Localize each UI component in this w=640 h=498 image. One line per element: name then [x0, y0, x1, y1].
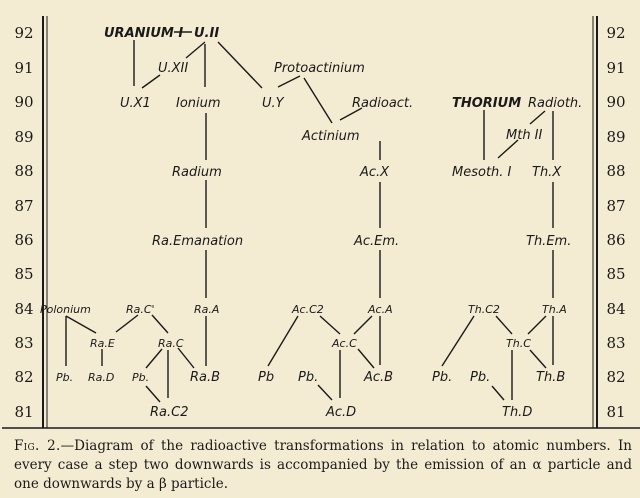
atomic-number-label: 83	[606, 334, 625, 352]
node-protoactinium: Protoactinium	[274, 61, 365, 76]
node-thorium-a: Th.A	[542, 303, 567, 316]
node-radium-b: Ra.B	[190, 370, 220, 385]
element-labels: URANIUM I U.II U.X1 U.XII Ionium U.Y Pro…	[40, 26, 582, 420]
node-uranium-2: U.II	[194, 26, 219, 41]
node-actinium-d: Ac.D	[325, 405, 356, 420]
node-lead: Pb.	[132, 371, 149, 384]
atomic-number-label: 91	[14, 59, 33, 77]
atomic-number-label: 91	[606, 59, 625, 77]
atomic-number-label: 89	[14, 128, 33, 146]
node-lead: Pb.	[432, 370, 452, 385]
atomic-number-scale-left: 92 91 90 89 88 87 86 85 84 83 82 81	[14, 24, 33, 421]
node-lead: Pb	[258, 370, 274, 385]
atomic-number-label: 87	[14, 197, 33, 215]
node-uranium-y: U.Y	[262, 96, 285, 111]
node-actinium-emanation: Ac.Em.	[353, 234, 399, 249]
atomic-number-label: 84	[14, 300, 33, 318]
node-lead: Pb.	[470, 370, 490, 385]
node-uranium-x2: U.XII	[158, 61, 188, 76]
atomic-number-label: 81	[606, 403, 625, 421]
figure-caption: Fig. 2.—Diagram of the radioactive trans…	[14, 437, 632, 494]
node-thorium-emanation: Th.Em.	[526, 234, 571, 249]
node-radium-e: Ra.E	[90, 337, 115, 350]
atomic-number-label: 82	[606, 368, 625, 386]
node-thorium-c: Th.C	[506, 337, 531, 350]
node-radium-c-prime: Ra.C'	[126, 303, 155, 316]
atomic-number-label: 81	[14, 403, 33, 421]
node-actinium: Actinium	[301, 129, 360, 144]
radioactive-transformations-diagram: 92 91 90 89 88 87 86 85 84 83 82 81 92 9…	[2, 16, 640, 429]
atomic-number-label: 88	[606, 162, 625, 180]
node-actinium-c2: Ac.C2	[291, 303, 324, 316]
node-thorium-x: Th.X	[532, 165, 562, 180]
node-ionium: Ionium	[176, 96, 221, 111]
node-thorium-b: Th.B	[536, 370, 565, 385]
node-thorium-d: Th.D	[502, 405, 532, 420]
atomic-number-label: 92	[14, 24, 33, 42]
transformation-lines	[65, 31, 554, 403]
atomic-number-label: 92	[606, 24, 625, 42]
diagram-frame	[2, 16, 640, 429]
atomic-number-label: 82	[14, 368, 33, 386]
node-radium-emanation: Ra.Emanation	[152, 234, 243, 249]
node-lead: Pb.	[56, 371, 73, 384]
node-actinium-b: Ac.B	[363, 370, 393, 385]
node-thorium: THORIUM	[452, 96, 521, 111]
atomic-number-label: 85	[606, 265, 625, 283]
node-actinium-c: Ac.C	[331, 337, 357, 350]
node-mesothorium-2: Mth II	[506, 128, 543, 143]
atomic-number-label: 90	[14, 93, 33, 111]
atomic-number-label: 90	[606, 93, 625, 111]
atomic-number-scale-right: 92 91 90 89 88 87 86 85 84 83 82 81	[606, 24, 625, 421]
figure-label: Fig. 2.	[14, 438, 61, 454]
node-uranium-1: URANIUM I	[104, 26, 183, 41]
atomic-number-label: 86	[606, 231, 625, 249]
node-actinium-a: Ac.A	[367, 303, 393, 316]
node-radium-a: Ra.A	[194, 303, 219, 316]
caption-text: —Diagram of the radioactive transformati…	[14, 438, 632, 492]
node-radium-c2: Ra.C2	[150, 405, 188, 420]
node-radiothorium: Radioth.	[528, 96, 582, 111]
atomic-number-label: 87	[606, 197, 625, 215]
node-thorium-c2: Th.C2	[468, 303, 500, 316]
node-polonium: Polonium	[40, 303, 91, 316]
node-radioactinium: Radioact.	[352, 96, 413, 111]
atomic-number-label: 83	[14, 334, 33, 352]
atomic-number-label: 89	[606, 128, 625, 146]
atomic-number-label: 84	[606, 300, 625, 318]
node-radium-c: Ra.C	[158, 337, 184, 350]
node-actinium-x: Ac.X	[359, 165, 390, 180]
atomic-number-label: 88	[14, 162, 33, 180]
atomic-number-label: 86	[14, 231, 33, 249]
node-mesothorium-1: Mesoth. I	[452, 165, 512, 180]
node-uranium-x1: U.X1	[120, 96, 151, 111]
node-radium-d: Ra.D	[88, 371, 114, 384]
atomic-number-label: 85	[14, 265, 33, 283]
node-lead: Pb.	[298, 370, 318, 385]
node-radium: Radium	[172, 165, 222, 180]
